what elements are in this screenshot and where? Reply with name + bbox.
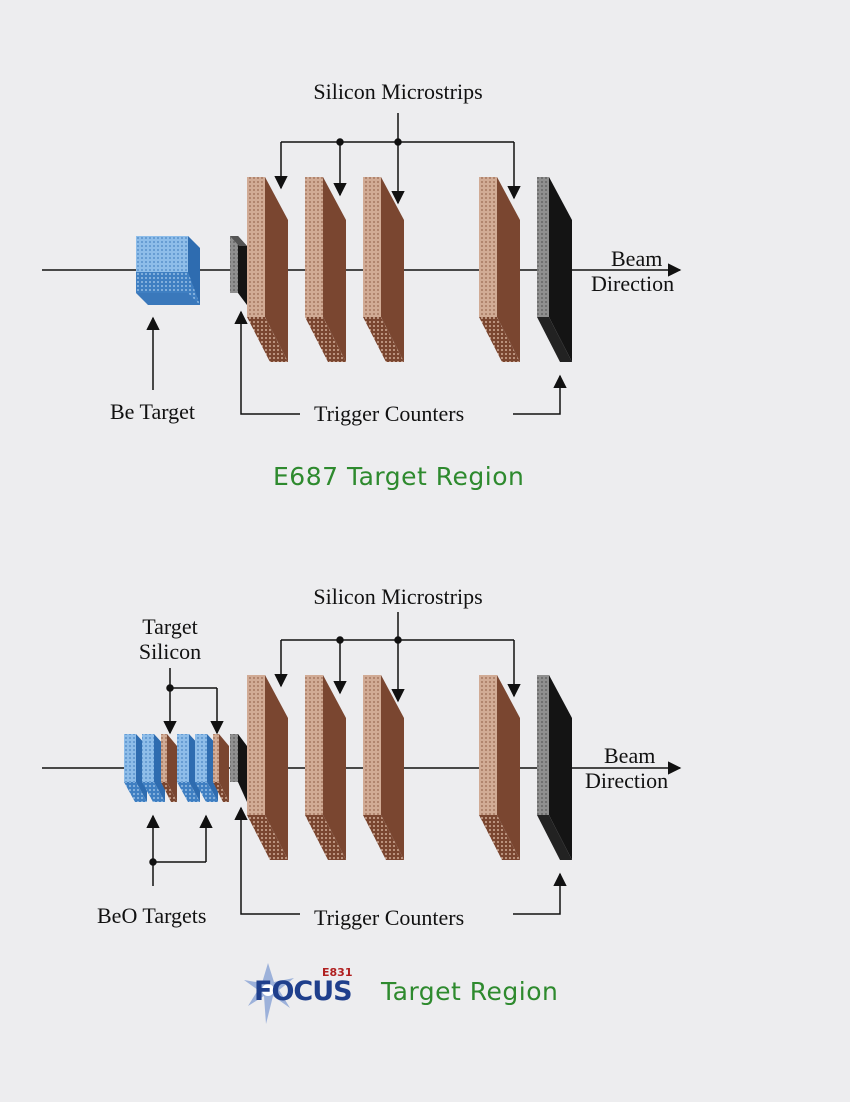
focus-logo-e831: E831: [322, 966, 353, 979]
top-be-target: [136, 236, 200, 305]
top-microstrip-bracket: [274, 113, 521, 205]
top-silicon-plane-1: [247, 177, 288, 362]
bottom-microstrip-bracket: [274, 612, 521, 703]
target-silicon-bracket: [163, 668, 224, 735]
beo-targets-label: BeO Targets: [97, 903, 207, 928]
bottom-target-stack: [124, 734, 247, 802]
bottom-silicon-plane-4: [479, 675, 520, 860]
top-silicon-plane-3: [363, 177, 404, 362]
top-trigger-counters-label: Trigger Counters: [314, 401, 465, 426]
top-silicon-plane-4: [479, 177, 520, 362]
bottom-small-trigger-counter: [230, 734, 247, 802]
focus-logo: [244, 963, 294, 1024]
bottom-diagram: [42, 612, 682, 915]
top-silicon-planes: [247, 177, 520, 362]
bottom-title: Target Region: [381, 977, 559, 1006]
top-large-trigger-counter: [537, 177, 572, 362]
target-silicon-label-line2: Silicon: [138, 639, 202, 664]
top-be-target-label: Be Target: [110, 399, 196, 424]
beo-targets-bracket: [146, 814, 213, 886]
target-silicon-label-line1: Target: [142, 614, 198, 639]
top-beam-label: Beam: [611, 246, 663, 271]
bottom-silicon-plane-3: [363, 675, 404, 860]
top-title: E687 Target Region: [273, 462, 525, 491]
bottom-trigger-counters-label: Trigger Counters: [314, 905, 465, 930]
bottom-trigger-bracket: [234, 806, 567, 915]
bottom-large-trigger-counter: [537, 675, 572, 860]
top-microstrips-label: Silicon Microstrips: [313, 79, 483, 104]
target-silicon-2: [213, 734, 229, 802]
bottom-silicon-planes: [247, 675, 520, 860]
bottom-silicon-plane-2: [305, 675, 346, 860]
top-silicon-plane-2: [305, 177, 346, 362]
top-trigger-bracket: [234, 310, 567, 415]
top-small-trigger-counter: [230, 236, 247, 305]
bottom-beam-label: Beam: [604, 743, 656, 768]
bottom-direction-label: Direction: [585, 768, 669, 793]
target-silicon-1: [161, 734, 177, 802]
top-diagram: [42, 113, 682, 415]
focus-logo-word: FOCUS: [254, 976, 353, 1007]
bottom-microstrips-label: Silicon Microstrips: [313, 584, 483, 609]
bottom-silicon-plane-1: [247, 675, 288, 860]
top-direction-label: Direction: [591, 271, 675, 296]
